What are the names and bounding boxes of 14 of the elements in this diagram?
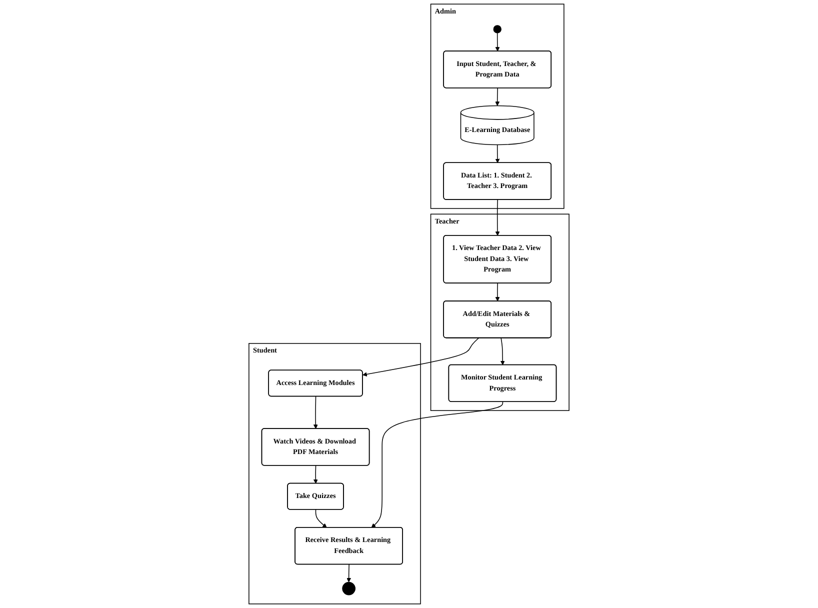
arrow bbox=[495, 199, 500, 236]
arrow bbox=[313, 396, 318, 429]
arrow bbox=[362, 338, 480, 377]
arrow bbox=[495, 32, 500, 52]
arrow bbox=[313, 465, 318, 484]
arrow bbox=[371, 401, 504, 528]
arrow bbox=[495, 88, 500, 106]
arrow bbox=[495, 282, 500, 302]
arrow bbox=[346, 564, 352, 582]
node-circle bbox=[493, 25, 502, 34]
arrow bbox=[315, 509, 327, 528]
arrow bbox=[495, 144, 500, 164]
arrow bbox=[500, 338, 505, 366]
node-circle bbox=[342, 582, 356, 596]
